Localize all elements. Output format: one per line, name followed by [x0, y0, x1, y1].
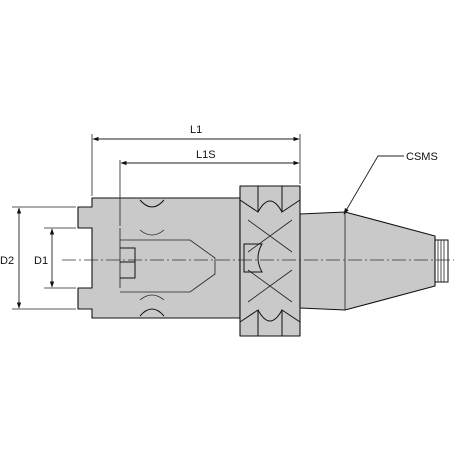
v-flange: [239, 185, 301, 337]
d1-label: D1: [34, 255, 48, 267]
holder-body: [77, 185, 449, 337]
drive-slot-lower: [120, 261, 136, 279]
csms-label: CSMS: [406, 151, 438, 163]
l1s-label: L1S: [196, 149, 216, 161]
extension-lines: [12, 134, 301, 310]
flange-bore: [243, 243, 263, 273]
csms-leader: [343, 155, 404, 215]
l1-label: L1: [190, 124, 202, 136]
retention-thread: [435, 239, 449, 283]
taper-shank: [299, 211, 436, 311]
d2-label: D2: [0, 255, 14, 267]
front-body: [77, 197, 241, 319]
